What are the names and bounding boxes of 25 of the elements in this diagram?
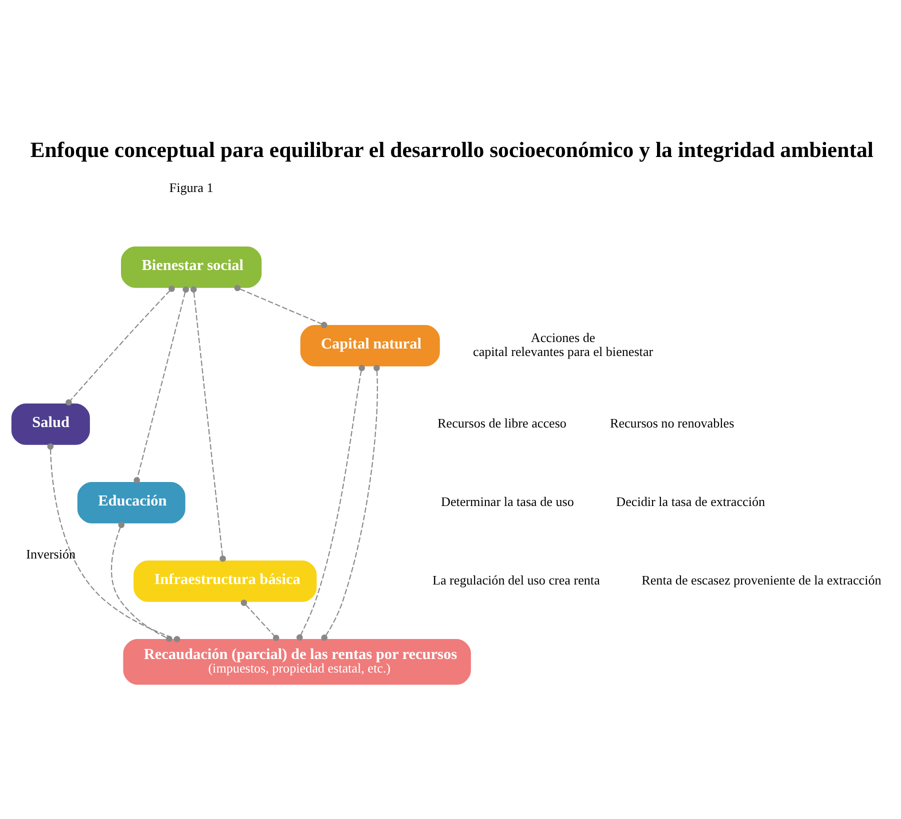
- connector: [321, 364, 380, 640]
- connector: [234, 284, 328, 328]
- node-box: Salud: [11, 402, 90, 444]
- label: Recursos no renovables: [610, 415, 734, 430]
- node-box: Infraestructura básica: [134, 560, 317, 602]
- node-label: Acciones de capital relevantes para el bienestar: [473, 329, 654, 359]
- node-box: Recaudación (parcial) de las rentas por recursos (impuestos, propiedad estatal, etc.): [123, 638, 471, 684]
- diagram-title: Enfoque conceptual para equilibrar el desarrollo socioeconómico y la integridad ambiental: [30, 138, 874, 162]
- label: Renta de escasez proveniente de la extracción: [642, 572, 882, 588]
- label: La regulación del uso crea renta: [432, 572, 600, 588]
- connector: [190, 286, 226, 562]
- node-box: Educación: [77, 481, 186, 523]
- edge-label: Inversión: [26, 546, 76, 561]
- label: Decidir la tasa de extracción: [616, 494, 766, 509]
- connector: [47, 442, 180, 642]
- connector: [66, 285, 175, 406]
- label: Determinar la tasa de uso: [441, 494, 574, 509]
- connector: [134, 286, 189, 483]
- node-box: Capital natural: [300, 324, 440, 366]
- connector: [110, 521, 172, 642]
- connector: [296, 364, 365, 640]
- label: Figura 1: [169, 180, 214, 195]
- node-box: Bienestar social: [121, 246, 262, 288]
- label: Recursos de libre acceso: [438, 415, 566, 430]
- connector: [240, 599, 280, 641]
